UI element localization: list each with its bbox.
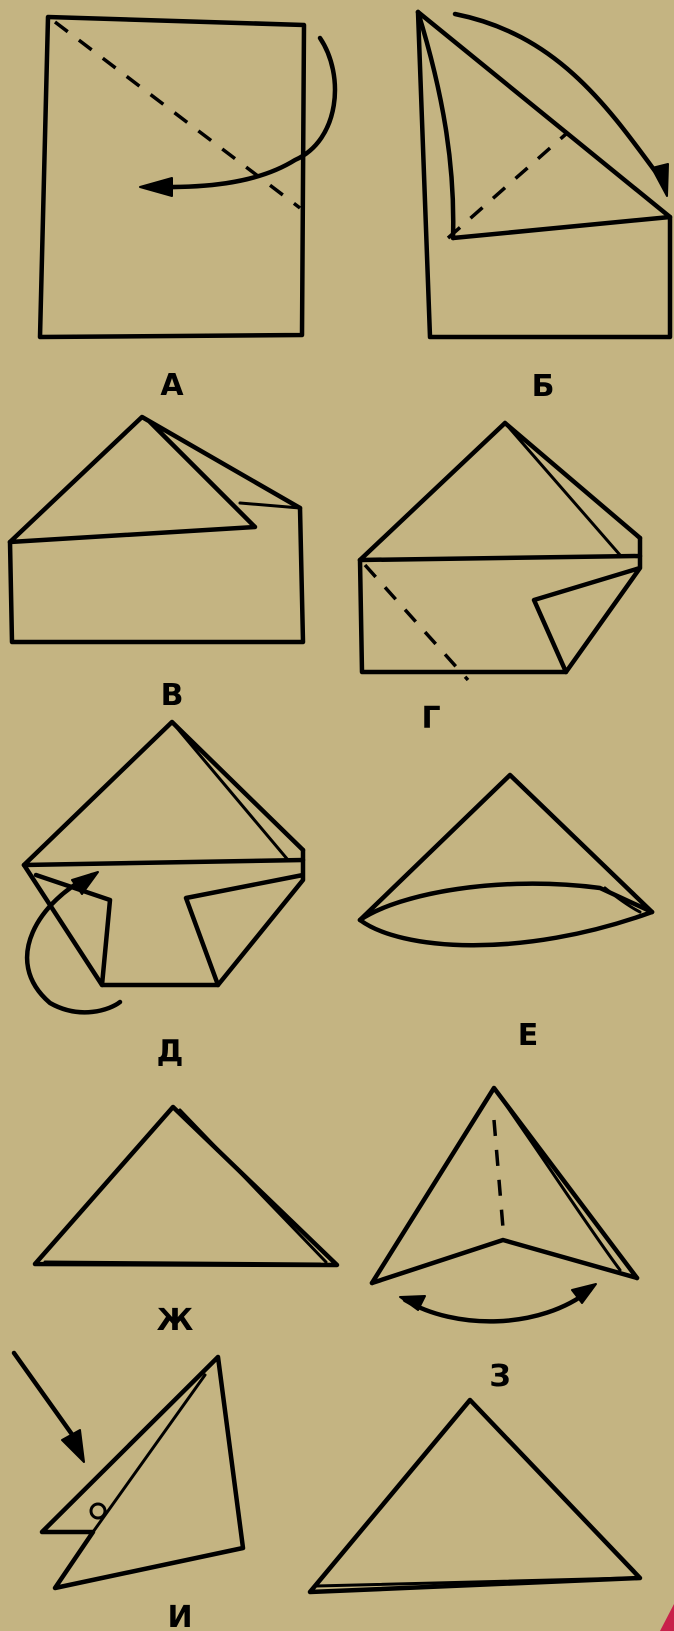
step-e-figure bbox=[24, 722, 303, 1012]
final-hat-figure bbox=[310, 1400, 640, 1592]
step-a-figure bbox=[40, 17, 335, 337]
step-h-figure bbox=[372, 1088, 637, 1321]
fold-arrow-icon bbox=[140, 178, 172, 196]
step-f-figure bbox=[360, 775, 652, 945]
step-label-3: В bbox=[161, 678, 184, 713]
step-label-1: А bbox=[160, 368, 184, 403]
step-label-6: Е bbox=[518, 1018, 539, 1053]
step-i-figure bbox=[14, 1353, 243, 1588]
fold-arrow-icon bbox=[652, 164, 668, 196]
step-label-2: Б bbox=[532, 369, 555, 404]
step-c-figure bbox=[10, 417, 303, 642]
push-arrow-icon bbox=[62, 1430, 84, 1462]
step-label-4: Г bbox=[421, 701, 440, 736]
step-d-figure bbox=[360, 423, 640, 680]
step-label-7: Ж bbox=[157, 1303, 194, 1338]
step-label-9: И bbox=[167, 1600, 192, 1631]
step-g-figure bbox=[35, 1107, 337, 1265]
step-label-8: З bbox=[489, 1359, 510, 1394]
step-label-5: Д bbox=[157, 1034, 184, 1069]
step-b-figure bbox=[418, 12, 670, 337]
corner-mark bbox=[660, 1604, 674, 1631]
